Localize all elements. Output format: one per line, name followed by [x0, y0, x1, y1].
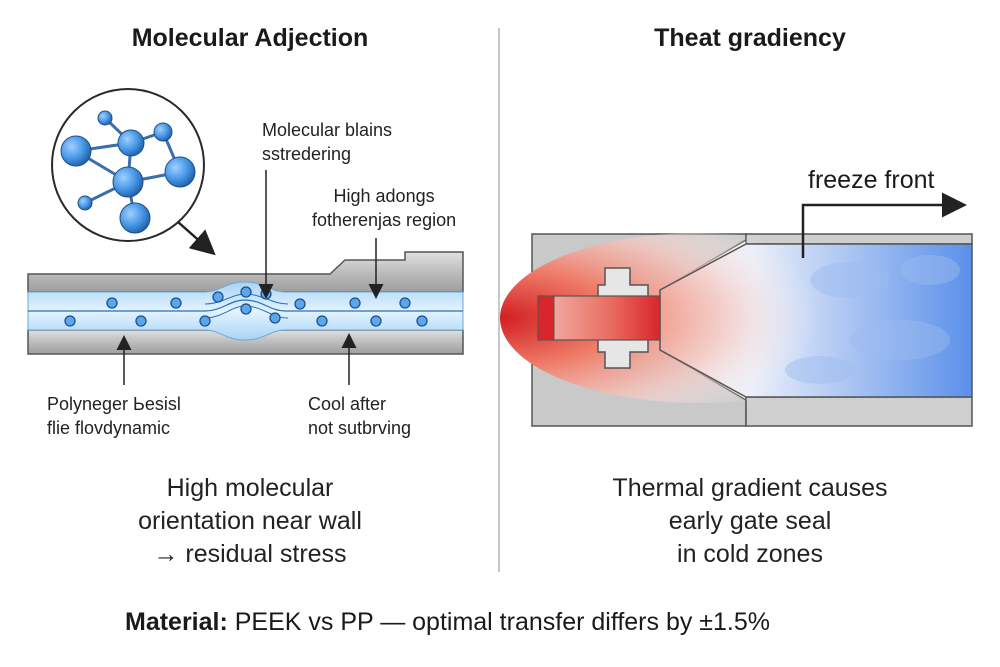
- molecule-dots: [64, 286, 428, 327]
- right-panel-title: Theat gradiency: [654, 24, 846, 52]
- freeze-front-label: freeze front: [808, 166, 935, 194]
- molecule-callout: [51, 88, 205, 242]
- footer-label: Material:: [125, 608, 228, 636]
- left-panel-title: Molecular Adjection: [131, 24, 369, 52]
- material-footer: Material: PEEK vs PP — optimal transfer …: [125, 608, 770, 637]
- runner-channel: [27, 251, 464, 355]
- footer-text: PEEK vs PP — optimal transfer differs by…: [227, 608, 770, 636]
- mold-section: [500, 233, 973, 427]
- freeze-front-arrow-icon: [801, 192, 967, 258]
- callout-arrow-icon: [177, 221, 216, 256]
